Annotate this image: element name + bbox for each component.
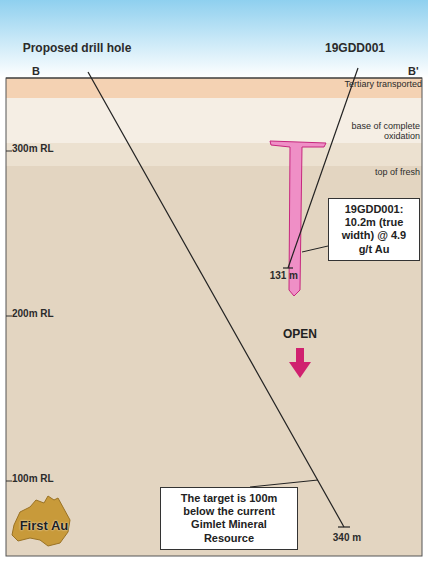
section-label: OPEN bbox=[270, 328, 330, 342]
section-label: top of fresh bbox=[330, 167, 420, 177]
section-label: base of complete oxidation bbox=[320, 121, 420, 142]
section-label: B' bbox=[408, 65, 428, 78]
section-label: 100m RL bbox=[12, 473, 82, 485]
callout-text: 19GDD001: 10.2m (true width) @ 4.9 g/t A… bbox=[335, 203, 413, 256]
callout-box: 19GDD001: 10.2m (true width) @ 4.9 g/t A… bbox=[328, 198, 420, 261]
section-label: 300m RL bbox=[12, 143, 82, 155]
section-label: B bbox=[32, 65, 52, 78]
section-label: 19GDD001 bbox=[300, 42, 410, 56]
section-label: 131 m bbox=[258, 270, 298, 282]
section-label: Tertiary transported bbox=[330, 79, 422, 89]
callout-text: The target is 100m below the current Gim… bbox=[167, 492, 291, 545]
callout-box: The target is 100m below the current Gim… bbox=[160, 487, 298, 550]
section-label: 340 m bbox=[322, 532, 372, 544]
section-label: First Au bbox=[14, 519, 74, 534]
section-label: 200m RL bbox=[12, 308, 82, 320]
section-label: Proposed drill hole bbox=[22, 42, 132, 56]
